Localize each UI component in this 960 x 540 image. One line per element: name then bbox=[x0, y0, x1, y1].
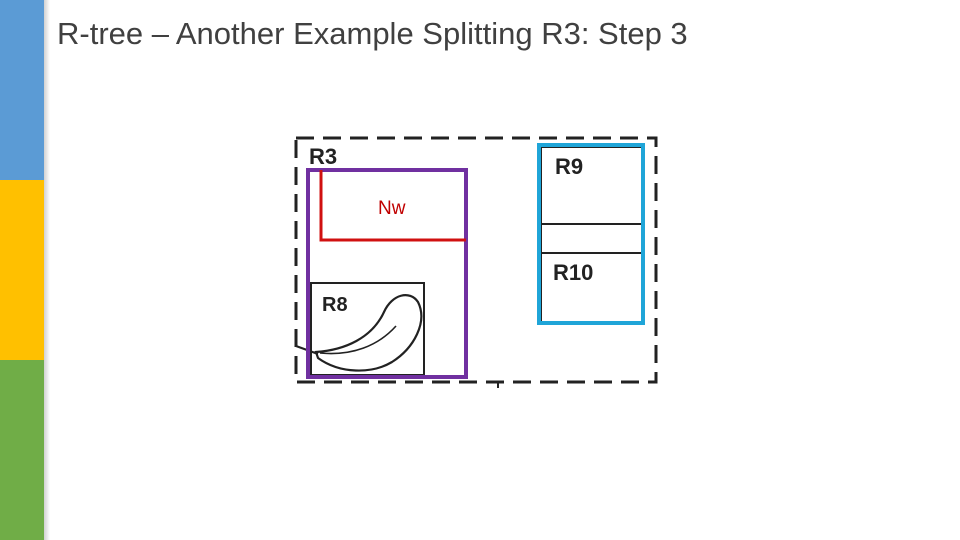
cyan-group-box bbox=[537, 143, 645, 325]
sidebar-accent-yellow bbox=[0, 180, 44, 360]
purple-group-box bbox=[306, 168, 468, 379]
r8-label: R8 bbox=[322, 294, 348, 316]
r10-label: R10 bbox=[553, 260, 593, 285]
r3-dashed-boundary bbox=[294, 136, 658, 384]
r9-label: R9 bbox=[555, 154, 583, 179]
nw-label: Nw bbox=[378, 198, 406, 219]
r8-crescent-shape bbox=[314, 294, 423, 372]
r8-crescent-inner bbox=[319, 325, 397, 355]
sidebar-accent-blue bbox=[0, 0, 44, 180]
sidebar-shadow bbox=[44, 0, 50, 540]
r3-label: R3 bbox=[309, 144, 337, 169]
slide-title: R-tree – Another Example Splitting R3: S… bbox=[57, 16, 688, 51]
nw-red-rectangle bbox=[319, 170, 466, 242]
sidebar-accent-green bbox=[0, 360, 44, 540]
